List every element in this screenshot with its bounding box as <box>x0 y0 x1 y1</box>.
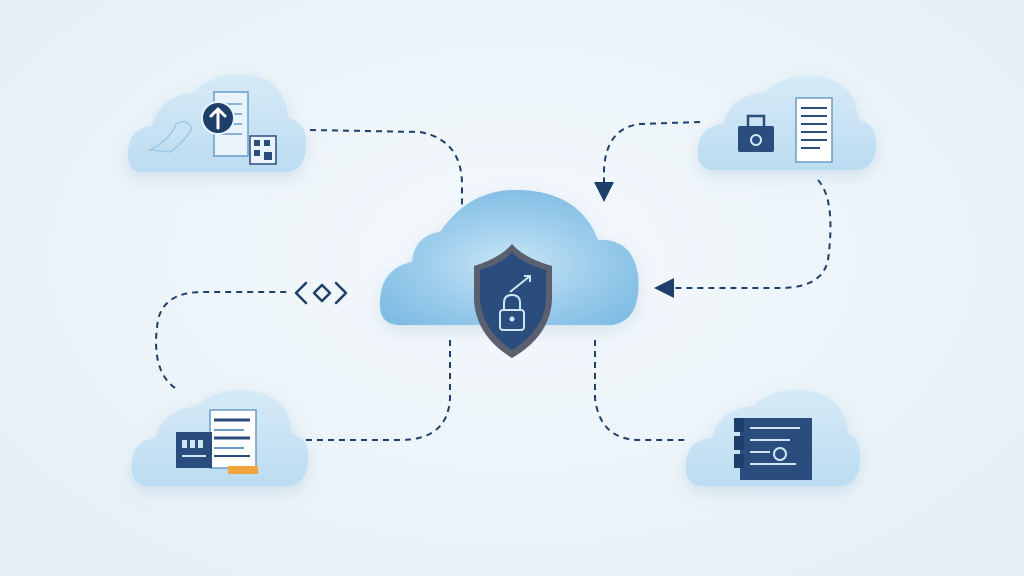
connector-documents-to-center <box>594 121 701 202</box>
code-brackets-icon <box>294 281 348 305</box>
server-document-icon <box>734 418 812 480</box>
connector-forms-to-left <box>155 291 288 389</box>
form-document-icon <box>176 409 258 474</box>
shield-lock-icon <box>474 244 552 358</box>
connector-documents-right-to-center <box>654 179 832 298</box>
briefcase-document-icon <box>738 97 833 163</box>
connector-lines <box>155 121 832 441</box>
connector-upload-to-center <box>309 129 463 210</box>
connector-center-to-storage <box>594 340 685 441</box>
documents-cloud <box>697 75 877 170</box>
connector-center-to-forms <box>305 340 451 441</box>
upload-arrow-icon <box>147 91 277 165</box>
